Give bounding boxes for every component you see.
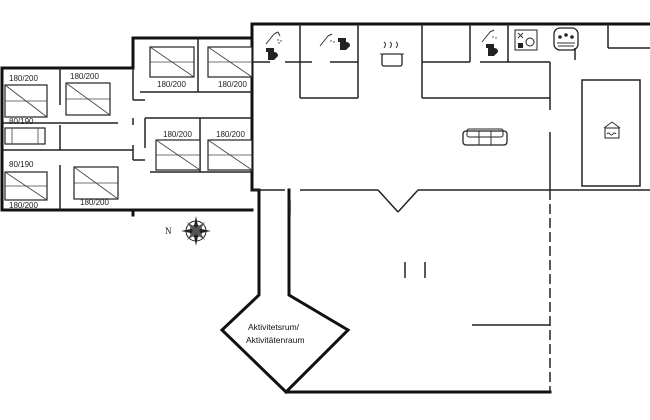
bed-label: 80/190 bbox=[9, 117, 34, 126]
bed-label: 180/200 bbox=[218, 80, 247, 89]
bed-9: 180/200 bbox=[155, 130, 201, 171]
sofa-icon bbox=[462, 128, 508, 146]
compass-rose bbox=[181, 216, 211, 246]
shower-icon bbox=[319, 33, 335, 47]
activity-room-label-2: Aktivitätenraum bbox=[246, 335, 305, 345]
bed-label: 180/200 bbox=[163, 130, 192, 139]
toilet-icon bbox=[266, 48, 278, 60]
bed-label: 180/200 bbox=[70, 72, 99, 81]
bed-7: 180/200 bbox=[149, 46, 195, 89]
beds: 180/200 180/200 80/190 80/190 180/200 bbox=[4, 46, 253, 210]
cooking-pot-icon bbox=[380, 41, 404, 67]
exterior-walls bbox=[0, 22, 650, 395]
bed-label: 180/200 bbox=[9, 74, 38, 83]
bed-label: 180/200 bbox=[80, 198, 109, 207]
bed-10: 180/200 bbox=[207, 130, 253, 171]
pool bbox=[581, 79, 641, 187]
activity-room-label-1: Aktivitetsrum/ bbox=[248, 322, 300, 332]
bed-label: 180/200 bbox=[216, 130, 245, 139]
compass-north-label: N bbox=[165, 226, 172, 236]
bed-1: 180/200 bbox=[4, 74, 48, 118]
bed-label: 180/200 bbox=[157, 80, 186, 89]
bed-3: 80/190 bbox=[4, 117, 46, 145]
bed-6: 180/200 bbox=[73, 166, 119, 207]
shower-icon bbox=[481, 29, 497, 43]
bed-5: 180/200 bbox=[4, 171, 48, 210]
pool-icon bbox=[603, 121, 621, 139]
bed-8: 180/200 bbox=[207, 46, 253, 89]
bed-label: 180/200 bbox=[9, 201, 38, 210]
washing-machine-icon bbox=[514, 29, 538, 51]
shower-icon bbox=[265, 31, 282, 45]
toilet-icon bbox=[338, 38, 350, 50]
bed-2: 180/200 bbox=[65, 72, 111, 116]
bed-4: 80/190 bbox=[9, 160, 34, 169]
bed-label: 80/190 bbox=[9, 160, 34, 169]
toilet-icon bbox=[486, 44, 498, 56]
sauna-icon bbox=[553, 27, 579, 51]
